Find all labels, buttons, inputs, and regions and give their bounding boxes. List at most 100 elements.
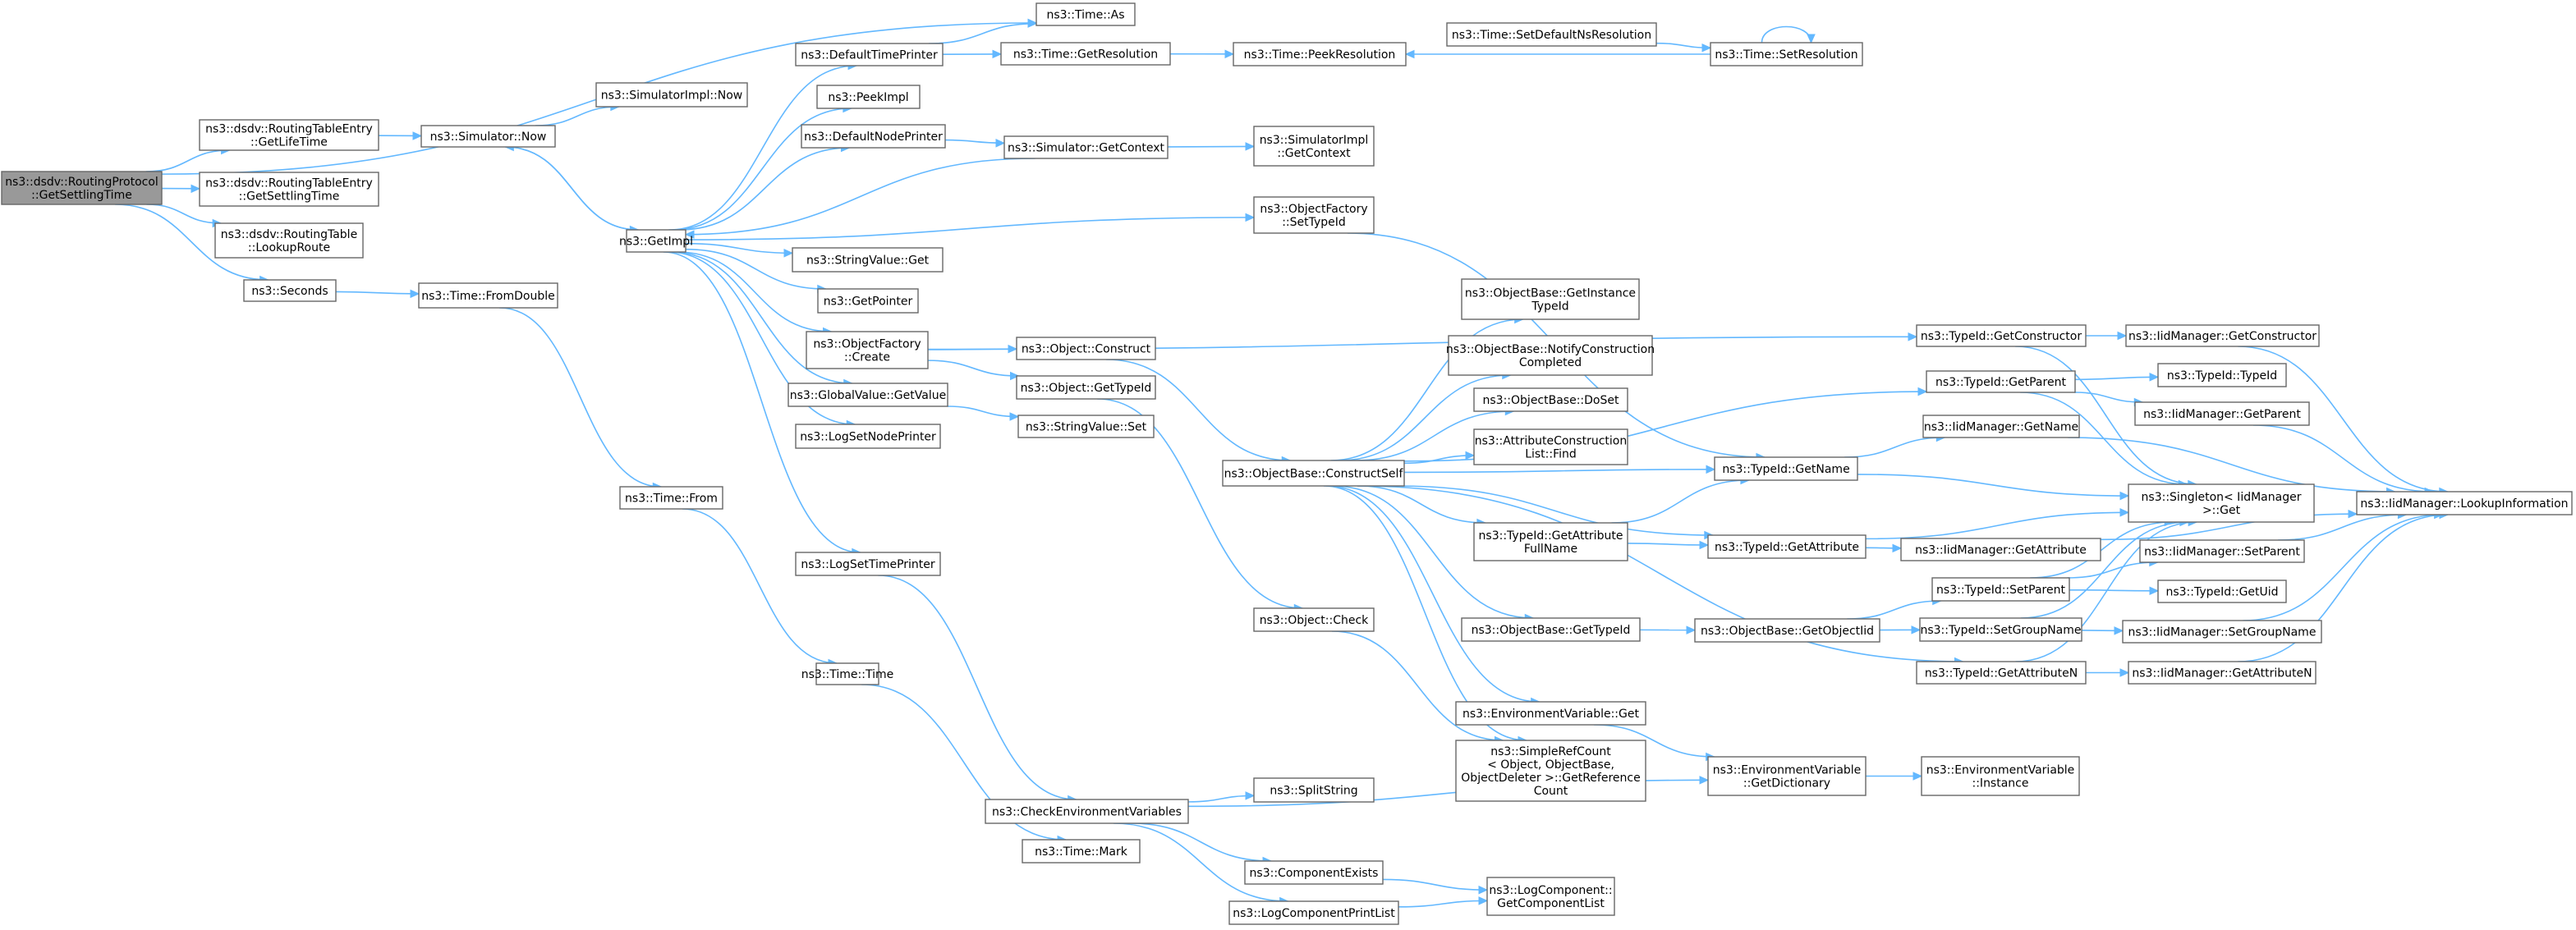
node-objfactory-create[interactable]: ns3::ObjectFactory::Create bbox=[806, 331, 929, 369]
edge-line bbox=[1323, 485, 1527, 741]
node-object-gettypeid[interactable]: ns3::Object::GetTypeId bbox=[1016, 375, 1156, 400]
arrowhead bbox=[1699, 776, 1710, 785]
node-time-mark[interactable]: ns3::Time::Mark bbox=[1022, 839, 1141, 864]
node-deftimeprinter[interactable]: ns3::DefaultTimePrinter bbox=[795, 43, 944, 66]
node-objbase-doset[interactable]: ns3::ObjectBase::DoSet bbox=[1473, 387, 1628, 412]
node-objbase-getobjectiid[interactable]: ns3::ObjectBase::GetObjectIid bbox=[1694, 618, 1880, 643]
node-label: ns3::AttributeConstruction bbox=[1475, 435, 1627, 448]
node-envvar-getdict[interactable]: ns3::EnvironmentVariable::GetDictionary bbox=[1707, 756, 1867, 796]
node-iidmgr-getparent[interactable]: ns3::IidManager::GetParent bbox=[2134, 401, 2310, 426]
node-strval-set[interactable]: ns3::StringValue::Set bbox=[1017, 415, 1155, 438]
node-peekimpl[interactable]: ns3::PeekImpl bbox=[816, 85, 921, 109]
node-logcomp-getcomplist[interactable]: ns3::LogComponent::GetComponentList bbox=[1486, 877, 1615, 916]
node-iidmgr-lookupinfo[interactable]: ns3::IidManager::LookupInformation bbox=[2356, 491, 2573, 515]
edge-line bbox=[677, 251, 832, 332]
node-typeid-typeid[interactable]: ns3::TypeId::TypeId bbox=[2157, 363, 2287, 387]
node-objbase-notify[interactable]: ns3::ObjectBase::NotifyConstructionCompl… bbox=[1446, 335, 1655, 376]
node-time-time[interactable]: ns3::Time::Time bbox=[801, 662, 893, 685]
node-label: ns3::Time::Time bbox=[801, 668, 893, 681]
node-label: ns3::Object::Check bbox=[1260, 614, 1369, 627]
node-label: ns3::TypeId::TypeId bbox=[2167, 369, 2277, 383]
edge-typeid_getattribute-to-iidmgr_getattribute bbox=[1865, 543, 1903, 553]
node-time-setresolution[interactable]: ns3::Time::SetResolution bbox=[1710, 42, 1863, 66]
edge-checkenv-to-splitstring bbox=[1187, 791, 1256, 803]
node-iidmgr-setparent[interactable]: ns3::IidManager::SetParent bbox=[2139, 539, 2305, 563]
node-logcomponentprintlist[interactable]: ns3::LogComponentPrintList bbox=[1228, 900, 1399, 925]
arrowhead bbox=[1701, 43, 1712, 53]
node-typeid-setparent[interactable]: ns3::TypeId::SetParent bbox=[1931, 577, 2070, 602]
node-logsetnodeprinter[interactable]: ns3::LogSetNodePrinter bbox=[795, 424, 941, 449]
node-object-check[interactable]: ns3::Object::Check bbox=[1253, 607, 1375, 632]
node-simimpl-now[interactable]: ns3::SimulatorImpl::Now bbox=[595, 82, 748, 108]
node-rt-lookup[interactable]: ns3::dsdv::RoutingTable::LookupRoute bbox=[214, 222, 364, 259]
node-getpointer[interactable]: ns3::GetPointer bbox=[817, 288, 919, 314]
node-objfactory-settypeid[interactable]: ns3::ObjectFactory::SetTypeId bbox=[1253, 196, 1375, 234]
node-iidmgr-getname[interactable]: ns3::IidManager::GetName bbox=[1922, 415, 2080, 438]
node-envvar-instance[interactable]: ns3::EnvironmentVariable::Instance bbox=[1921, 756, 2080, 796]
node-typeid-getuid[interactable]: ns3::TypeId::GetUid bbox=[2157, 580, 2287, 603]
node-simplerefcount[interactable]: ns3::SimpleRefCount< Object, ObjectBase,… bbox=[1455, 740, 1646, 802]
edge-objbase_gettypeid-to-objbase_getobjectiid bbox=[1639, 625, 1697, 635]
node-label: ns3::Simulator::Now bbox=[430, 131, 547, 144]
node-defnodeprinter[interactable]: ns3::DefaultNodePrinter bbox=[801, 124, 946, 149]
edge-line bbox=[1594, 724, 1715, 758]
node-label: ns3::ObjectBase::NotifyConstruction bbox=[1446, 343, 1655, 356]
node-strval-get[interactable]: ns3::StringValue::Get bbox=[792, 247, 944, 273]
node-splitstring[interactable]: ns3::SplitString bbox=[1253, 777, 1375, 803]
node-time-as[interactable]: ns3::Time::As bbox=[1035, 2, 1136, 26]
node-box bbox=[815, 662, 879, 685]
node-time-setdefaultns[interactable]: ns3::Time::SetDefaultNsResolution bbox=[1446, 22, 1657, 47]
node-label: ::Create bbox=[844, 351, 890, 364]
node-seconds[interactable]: ns3::Seconds bbox=[243, 279, 337, 302]
node-sim-now[interactable]: ns3::Simulator::Now bbox=[420, 125, 556, 148]
node-iidmgr-setgroupname[interactable]: ns3::IidManager::SetGroupName bbox=[2122, 620, 2322, 644]
edge-time_setdefaultns-to-time_setresolution bbox=[1655, 42, 1712, 53]
node-sim-getcontext[interactable]: ns3::Simulator::GetContext bbox=[1003, 135, 1169, 159]
edge-root-to-rte_settling bbox=[161, 184, 201, 194]
node-objbase-constructself[interactable]: ns3::ObjectBase::ConstructSelf bbox=[1222, 460, 1405, 487]
node-time-fromdouble[interactable]: ns3::Time::FromDouble bbox=[418, 282, 558, 309]
node-iidmgr-getconstructor[interactable]: ns3::IidManager::GetConstructor bbox=[2125, 324, 2320, 347]
edge-seconds-to-time_fromdouble bbox=[335, 289, 420, 299]
node-time-peekresolution[interactable]: ns3::Time::PeekResolution bbox=[1233, 42, 1407, 66]
node-rte-settling[interactable]: ns3::dsdv::RoutingTableEntry::GetSettlin… bbox=[199, 172, 379, 207]
node-box bbox=[1016, 337, 1156, 360]
node-object-construct[interactable]: ns3::Object::Construct bbox=[1016, 337, 1156, 360]
node-root[interactable]: ns3::dsdv::RoutingProtocol::GetSettlingT… bbox=[1, 171, 163, 205]
edge-line bbox=[2020, 521, 2188, 619]
node-time-getresolution[interactable]: ns3::Time::GetResolution bbox=[1000, 42, 1171, 66]
node-getimpl[interactable]: ns3::GetImpl bbox=[619, 229, 693, 253]
node-box bbox=[1244, 860, 1384, 885]
arrowhead bbox=[1009, 412, 1020, 421]
node-simimpl-getcontext[interactable]: ns3::SimulatorImpl::GetContext bbox=[1253, 126, 1375, 167]
node-iidmgr-getattributen[interactable]: ns3::IidManager::GetAttributeN bbox=[2128, 661, 2317, 685]
edge-time_from-to-time_time bbox=[682, 508, 838, 668]
node-checkenv[interactable]: ns3::CheckEnvironmentVariables bbox=[985, 799, 1189, 824]
node-componentexists[interactable]: ns3::ComponentExists bbox=[1244, 860, 1384, 885]
node-label: ::GetContext bbox=[1277, 147, 1351, 160]
node-typeid-getconstructor[interactable]: ns3::TypeId::GetConstructor bbox=[1916, 324, 2087, 347]
node-logsettimeprinter[interactable]: ns3::LogSetTimePrinter bbox=[795, 552, 941, 576]
node-iidmgr-getattribute[interactable]: ns3::IidManager::GetAttribute bbox=[1900, 538, 2101, 561]
node-singleton-get[interactable]: ns3::Singleton< IidManager>::Get bbox=[2128, 483, 2315, 523]
node-typeid-getparent[interactable]: ns3::TypeId::GetParent bbox=[1926, 370, 2076, 393]
node-objbase-gettypeid[interactable]: ns3::ObjectBase::GetTypeId bbox=[1461, 617, 1641, 642]
edge-getimpl-to-sim_now bbox=[504, 142, 639, 231]
node-box bbox=[1035, 2, 1136, 26]
edge-typeid_getparent-to-iidmgr_getparent bbox=[2074, 392, 2144, 407]
node-typeid-getattributen[interactable]: ns3::TypeId::GetAttributeN bbox=[1916, 661, 2087, 685]
node-typeid-getname[interactable]: ns3::TypeId::GetName bbox=[1714, 456, 1858, 481]
node-label: ns3::DefaultNodePrinter bbox=[804, 131, 943, 144]
node-envvar-get[interactable]: ns3::EnvironmentVariable::Get bbox=[1455, 701, 1646, 726]
node-box bbox=[1, 171, 163, 205]
node-typeid-getattribute[interactable]: ns3::TypeId::GetAttribute bbox=[1707, 534, 1867, 559]
node-time-from[interactable]: ns3::Time::From bbox=[619, 486, 723, 510]
node-box bbox=[1253, 126, 1375, 167]
node-globalvalue-getvalue[interactable]: ns3::GlobalValue::GetValue bbox=[787, 383, 948, 407]
node-box bbox=[199, 119, 379, 151]
node-typeid-setgroupname[interactable]: ns3::TypeId::SetGroupName bbox=[1919, 617, 2082, 642]
node-rte-lifetime[interactable]: ns3::dsdv::RoutingTableEntry::GetLifeTim… bbox=[199, 119, 379, 151]
